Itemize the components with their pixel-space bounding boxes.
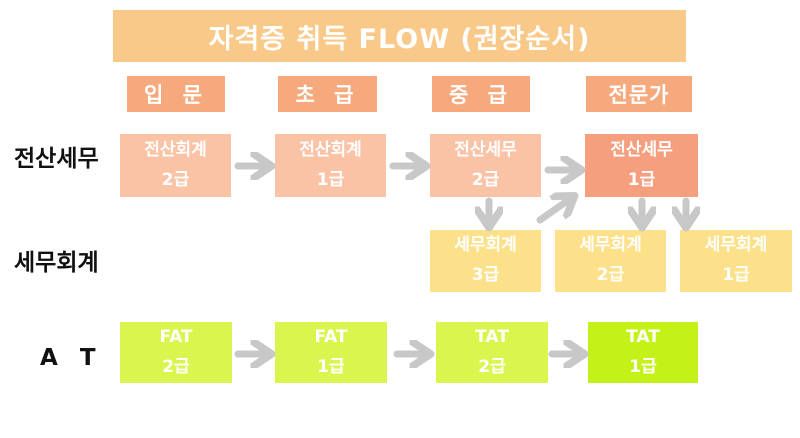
box-grade: 2급	[161, 169, 190, 190]
box-tax-accounting-3: 세무회계 3급	[430, 230, 541, 292]
box-name: 세무회계	[454, 235, 517, 256]
box-name: 세무회계	[579, 235, 642, 256]
box-tat-2: TAT 2급	[436, 322, 548, 383]
box-fat-2: FAT 2급	[120, 322, 232, 383]
box-grade: 2급	[471, 169, 500, 190]
box-grade: 2급	[478, 356, 506, 377]
row-label-tax-accounting: 세무회계	[14, 250, 99, 276]
box-name: 전산회계	[144, 139, 207, 160]
diagram-title: 자격증 취득 FLOW (권장순서)	[113, 10, 686, 62]
box-name: TAT	[475, 326, 509, 347]
level-header-expert: 전문가	[586, 76, 692, 112]
box-computer-accounting-1: 전산회계 1급	[275, 134, 386, 197]
box-name: FAT	[314, 326, 348, 347]
level-header-entry: 입 문	[127, 76, 225, 112]
box-grade: 2급	[162, 356, 190, 377]
box-tat-1: TAT 1급	[588, 322, 698, 383]
box-tax-accounting-2: 세무회계 2급	[555, 230, 666, 292]
box-grade: 1급	[316, 169, 345, 190]
level-header-beginner: 초 급	[278, 76, 377, 112]
box-computer-accounting-2: 전산회계 2급	[120, 134, 231, 197]
box-grade: 3급	[471, 265, 500, 285]
box-grade: 1급	[317, 356, 345, 377]
box-name: FAT	[159, 326, 193, 347]
box-fat-1: FAT 1급	[275, 322, 387, 383]
row-label-at: A T	[40, 345, 98, 371]
box-computer-tax-2: 전산세무 2급	[430, 134, 541, 197]
box-grade: 2급	[596, 265, 625, 285]
box-name: 세무회계	[704, 235, 768, 256]
box-grade: 1급	[627, 169, 656, 190]
row-label-tax: 전산세무	[14, 146, 99, 172]
box-grade: 1급	[722, 265, 750, 285]
box-name: 전산회계	[299, 139, 362, 160]
box-computer-tax-1: 전산세무 1급	[585, 134, 698, 197]
box-grade: 1급	[629, 356, 657, 377]
box-tax-accounting-1: 세무회계 1급	[680, 230, 792, 292]
arrow-diagonal-up-icon	[536, 199, 570, 224]
box-name: TAT	[626, 326, 660, 347]
level-header-intermediate: 중 급	[432, 76, 530, 112]
box-name: 전산세무	[610, 139, 673, 160]
box-name: 전산세무	[454, 139, 517, 160]
